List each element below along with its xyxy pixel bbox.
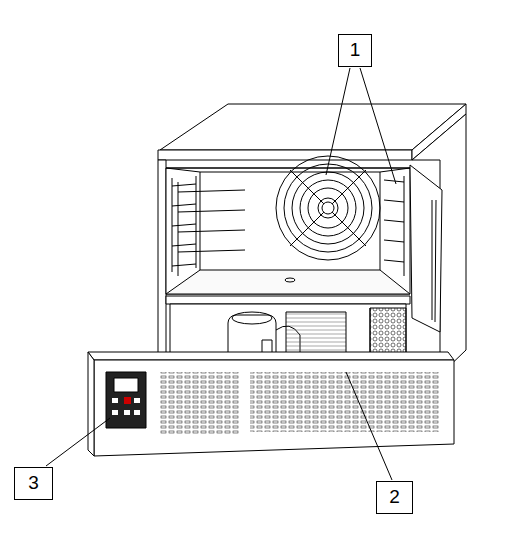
callout-number: 3 [28, 473, 39, 494]
front-panel [88, 352, 454, 456]
callout-box: 1 [338, 34, 372, 67]
callout-number: 1 [350, 40, 361, 61]
fan [276, 156, 380, 260]
callout-box: 2 [376, 481, 413, 514]
callout-box: 3 [14, 467, 53, 500]
leader-lines [46, 68, 396, 480]
callout-number: 2 [389, 487, 400, 508]
control-display [106, 372, 146, 428]
tray-rack [172, 176, 245, 276]
